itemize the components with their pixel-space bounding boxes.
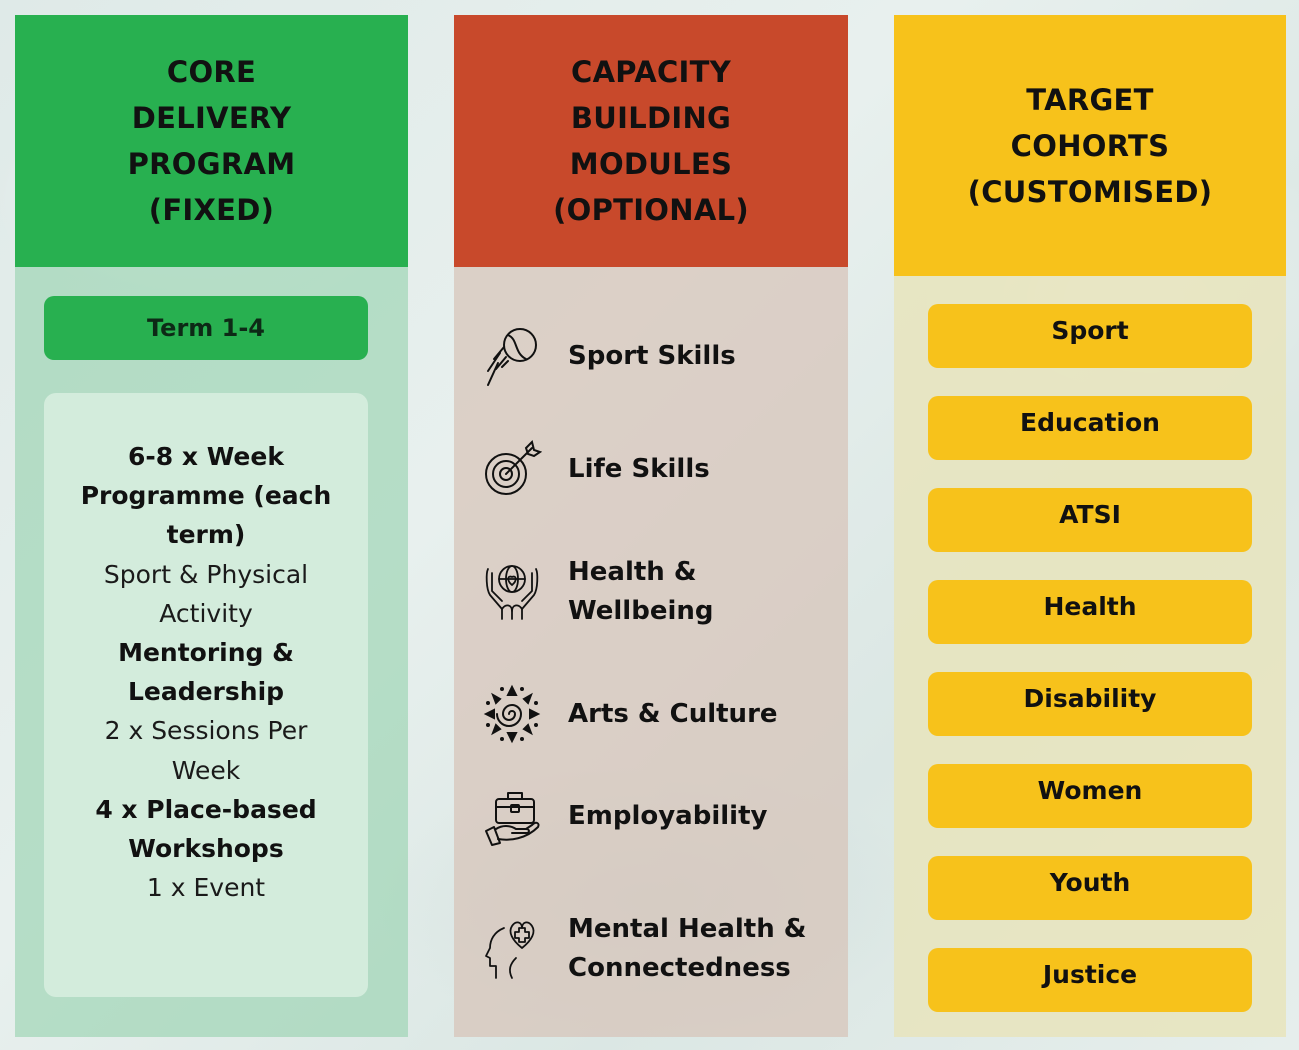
event-desc: 1 x Event	[146, 873, 266, 903]
core-delivery-body: Term 1-4 6-8 x Week Programme (each term…	[15, 267, 408, 1037]
hand-briefcase-icon	[482, 785, 542, 847]
cohort-justice: Justice	[928, 948, 1252, 1012]
capacity-building-header: CAPACITY BUILDING MODULES (OPTIONAL)	[454, 15, 848, 267]
module-label: Employability	[568, 800, 768, 831]
cohort-youth: Youth	[928, 856, 1252, 920]
header-line: (CUSTOMISED)	[967, 174, 1213, 209]
cohort-women: Women	[928, 764, 1252, 828]
module-label: Health & Wellbeing	[568, 553, 728, 631]
module-employability: Employability	[454, 785, 848, 847]
module-label: Arts & Culture	[568, 698, 778, 729]
header-line: (FIXED)	[148, 193, 275, 227]
module-arts-culture: Arts & Culture	[454, 683, 848, 745]
core-program-card: 6-8 x Week Programme (each term) Sport &…	[44, 393, 368, 997]
core-delivery-header: CORE DELIVERY PROGRAM (FIXED)	[15, 15, 408, 267]
cohort-disability: Disability	[928, 672, 1252, 736]
module-label-text: Mental Health & Connectedness	[568, 914, 807, 983]
module-sport-skills: Sport Skills	[454, 325, 848, 387]
target-cohorts-column: TARGET COHORTS (CUSTOMISED) Sport Educat…	[894, 15, 1286, 1037]
capacity-building-body: Sport Skills Life Skills	[454, 267, 848, 1037]
term-badge: Term 1-4	[44, 296, 368, 360]
header-line: MODULES	[569, 147, 733, 181]
program-weeks-title: 6-8 x Week Programme (each term)	[80, 442, 332, 550]
header-line: CAPACITY	[570, 55, 732, 89]
module-label: Mental Health & Connectedness	[568, 910, 818, 988]
header-line: (OPTIONAL)	[553, 193, 749, 227]
cohort-sport: Sport	[928, 304, 1252, 368]
header-line: DELIVERY	[131, 101, 292, 135]
header-line: CORE	[166, 55, 257, 89]
target-cohorts-header: TARGET COHORTS (CUSTOMISED)	[894, 15, 1286, 276]
cohort-education: Education	[928, 396, 1252, 460]
hands-globe-heart-icon	[482, 561, 542, 623]
header-line: PROGRAM	[127, 147, 296, 181]
module-label: Life Skills	[568, 453, 710, 484]
cohort-atsi: ATSI	[928, 488, 1252, 552]
header-line: BUILDING	[570, 101, 732, 135]
cohort-health: Health	[928, 580, 1252, 644]
mentoring-desc: 2 x Sessions Per Week	[104, 716, 308, 785]
mentoring-title: Mentoring & Leadership	[118, 638, 294, 707]
header-line: TARGET	[1026, 82, 1154, 117]
header-line: COHORTS	[1010, 128, 1170, 163]
module-mental-health: Mental Health & Connectedness	[454, 910, 848, 988]
module-label-text: Health & Wellbeing	[568, 557, 714, 626]
core-delivery-column: CORE DELIVERY PROGRAM (FIXED) Term 1-4 6…	[15, 15, 408, 1037]
tribal-sun-icon	[482, 683, 542, 745]
module-health-wellbeing: Health & Wellbeing	[454, 553, 848, 631]
workshops-title: 4 x Place-based Workshops	[95, 794, 317, 864]
capacity-building-column: CAPACITY BUILDING MODULES (OPTIONAL) Sp	[454, 15, 848, 1037]
head-heart-cross-icon	[482, 918, 542, 980]
tennis-ball-icon	[482, 325, 542, 387]
target-cohorts-body: Sport Education ATSI Health Disability W…	[894, 276, 1286, 1037]
module-label: Sport Skills	[568, 340, 736, 371]
module-life-skills: Life Skills	[454, 438, 848, 500]
program-weeks-desc: Sport & Physical Activity	[103, 559, 309, 628]
target-arrow-icon	[482, 438, 542, 500]
